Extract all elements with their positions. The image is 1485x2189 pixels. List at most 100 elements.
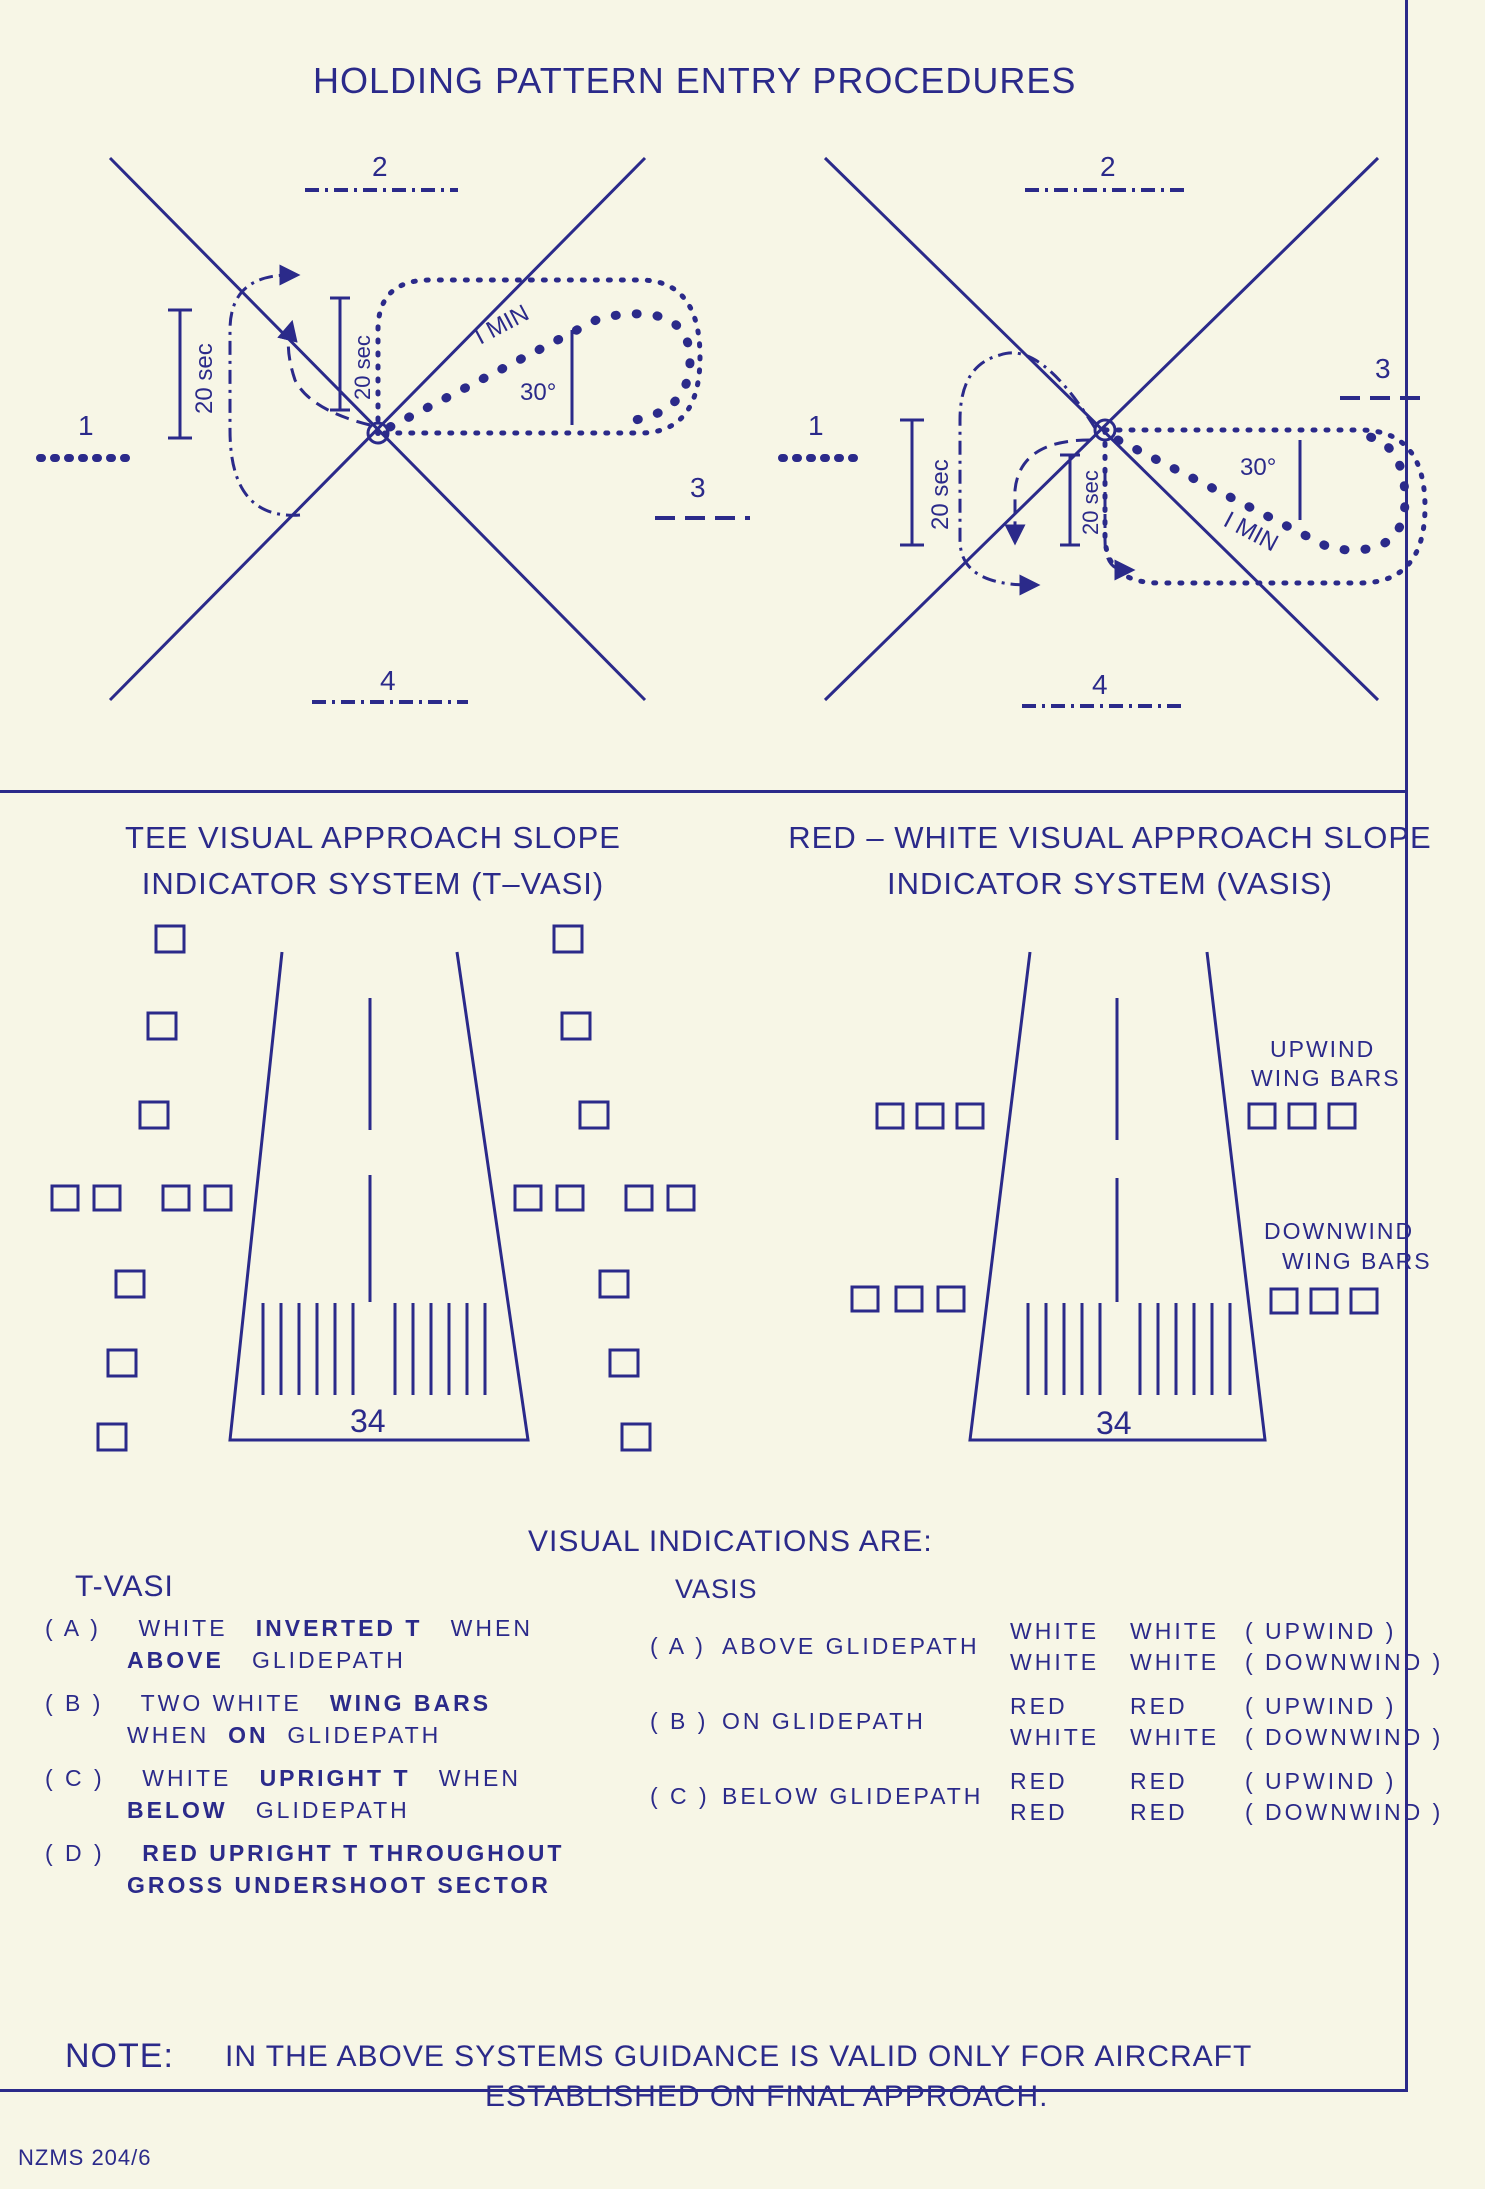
vasis-title: VASIS — [675, 1574, 758, 1604]
item-emphasis: INVERTED T — [255, 1615, 423, 1641]
sector-label-4: 4 — [380, 665, 396, 696]
vasis-heading-line2: INDICATOR SYSTEM (VASIS) — [887, 866, 1333, 901]
note-line2: ESTABLISHED ON FINAL APPROACH. — [485, 2080, 1049, 2113]
runway-number: 34 — [1096, 1405, 1132, 1441]
item-emphasis: WING BARS — [329, 1690, 492, 1716]
item-text: WHEN — [450, 1615, 533, 1641]
vasis-value: ( DOWNWIND ) — [1245, 1799, 1444, 1825]
vasis-value: RED — [1010, 1693, 1068, 1719]
sector-label-2: 2 — [372, 151, 388, 182]
sector-label-3: 3 — [1375, 353, 1391, 384]
angle-label: 30° — [520, 379, 556, 406]
upwind-label-2: WING BARS — [1251, 1065, 1401, 1091]
teardrop-track — [385, 309, 695, 432]
tvasi-item-c: ( C ) WHITE UPRIGHT T WHEN BELOW GLIDEPA… — [45, 1762, 521, 1826]
vasis-value: RED — [1010, 1768, 1068, 1794]
downwind-label-2: WING BARS — [1282, 1248, 1432, 1274]
item-emphasis: RED UPRIGHT T THROUGHOUT — [142, 1840, 565, 1866]
upwind-label: UPWIND — [1270, 1036, 1376, 1062]
runway-outline — [228, 951, 530, 1442]
vasis-value: RED — [1130, 1768, 1188, 1794]
item-text: GLIDEPATH — [287, 1722, 442, 1748]
indications-heading: VISUAL INDICATIONS ARE: — [528, 1525, 933, 1558]
vasis-item-b-label: ON GLIDEPATH — [722, 1708, 926, 1734]
item-text: GLIDEPATH — [255, 1797, 410, 1823]
tvasi-heading-line1: TEE VISUAL APPROACH SLOPE — [125, 820, 621, 855]
runway-outline — [968, 951, 1267, 1442]
item-text: TWO WHITE — [140, 1690, 302, 1716]
direct-entry-track — [277, 319, 371, 427]
note-label: NOTE: — [65, 2037, 174, 2075]
tvasi-title: T-VASI — [75, 1570, 174, 1603]
vasis-value: RED — [1130, 1799, 1188, 1825]
item-tag: ( B ) — [45, 1690, 104, 1716]
vasis-value: ( UPWIND ) — [1245, 1768, 1397, 1794]
vasis-light-boxes — [850, 1102, 1379, 1315]
tvasi-runway: 34 — [50, 924, 696, 1452]
item-tag: ( D ) — [45, 1840, 105, 1866]
vasis-runway: 34 — [850, 951, 1379, 1442]
vasis-value: WHITE — [1130, 1649, 1220, 1675]
sector-label-3: 3 — [690, 472, 706, 503]
holding-diagram-left: 20 sec 20 sec I MIN 30° 2 1 3 4 — [36, 151, 750, 704]
direct-entry-track — [1004, 438, 1091, 546]
runway-number: 34 — [350, 1403, 386, 1439]
vasis-item-c-label: BELOW GLIDEPATH — [722, 1783, 984, 1809]
note-line1: IN THE ABOVE SYSTEMS GUIDANCE IS VALID O… — [225, 2040, 1253, 2073]
vasis-heading-line1: RED – WHITE VISUAL APPROACH SLOPE — [788, 820, 1432, 855]
item-emphasis: ABOVE — [127, 1647, 224, 1673]
tvasi-item-b: ( B ) TWO WHITE WING BARS WHEN ON GLIDEP… — [45, 1687, 491, 1751]
vasis-value: RED — [1010, 1799, 1068, 1825]
vasis-value: WHITE — [1010, 1649, 1100, 1675]
holding-fix-icon — [1093, 418, 1117, 442]
parallel-entry-track — [958, 351, 1097, 596]
item-tag: ( A ) — [45, 1615, 101, 1641]
min-label: I MIN — [470, 300, 533, 351]
item-text: WHITE — [138, 1615, 228, 1641]
sector-label-1: 1 — [78, 410, 94, 441]
sector-label-1: 1 — [808, 410, 824, 441]
vasis-value: WHITE — [1130, 1618, 1220, 1644]
vasis-item-c-tag: ( C ) — [650, 1783, 710, 1809]
vasis-value: WHITE — [1010, 1724, 1100, 1750]
vasis-value: RED — [1130, 1693, 1188, 1719]
tvasi-heading-line2: INDICATOR SYSTEM (T–VASI) — [141, 866, 605, 901]
sector-line — [823, 156, 1380, 702]
page-title: HOLDING PATTERN ENTRY PROCEDURES — [313, 60, 1077, 101]
leg-time-label: 20 sec — [927, 459, 954, 530]
item-emphasis: GROSS UNDERSHOOT SECTOR — [127, 1872, 551, 1898]
parallel-entry-track — [228, 264, 301, 517]
item-emphasis: ON — [228, 1722, 269, 1748]
leg-time-label: 20 sec — [191, 343, 218, 414]
angle-label: 30° — [1240, 454, 1276, 481]
vasis-item-a-tag: ( A ) — [650, 1633, 706, 1659]
item-text: GLIDEPATH — [251, 1647, 406, 1673]
page-frame — [0, 0, 1408, 2092]
item-text: WHEN — [438, 1765, 521, 1791]
vasis-value: WHITE — [1130, 1724, 1220, 1750]
downwind-label: DOWNWIND — [1264, 1218, 1415, 1244]
vasis-item-a-label: ABOVE GLIDEPATH — [722, 1633, 980, 1659]
min-label: I MIN — [1219, 506, 1282, 557]
tvasi-item-d: ( D ) RED UPRIGHT T THROUGHOUT GROSS UND… — [45, 1837, 564, 1901]
holding-track — [1102, 427, 1428, 586]
vasis-value: ( DOWNWIND ) — [1245, 1649, 1444, 1675]
holding-diagram-right: 20 sec 20 sec I MIN 30° 2 1 3 4 — [778, 151, 1430, 708]
vasis-value: ( UPWIND ) — [1245, 1618, 1397, 1644]
item-emphasis: UPRIGHT T — [259, 1765, 411, 1791]
leg-time-label-inner: 20 sec — [1078, 470, 1103, 535]
item-emphasis: BELOW — [127, 1797, 228, 1823]
item-text: WHEN — [127, 1722, 210, 1748]
item-text: WHITE — [142, 1765, 232, 1791]
tvasi-light-boxes — [50, 924, 696, 1452]
vasis-value: ( DOWNWIND ) — [1245, 1724, 1444, 1750]
tvasi-item-a: ( A ) WHITE INVERTED T WHEN ABOVE GLIDEP… — [45, 1612, 533, 1676]
threshold-bars — [1026, 1303, 1232, 1395]
map-series-footer: NZMS 204/6 — [18, 2145, 152, 2170]
leg-time-label-inner: 20 sec — [350, 335, 375, 400]
vasis-item-b-tag: ( B ) — [650, 1708, 709, 1734]
sector-label-4: 4 — [1092, 669, 1108, 700]
vasis-value: WHITE — [1010, 1618, 1100, 1644]
